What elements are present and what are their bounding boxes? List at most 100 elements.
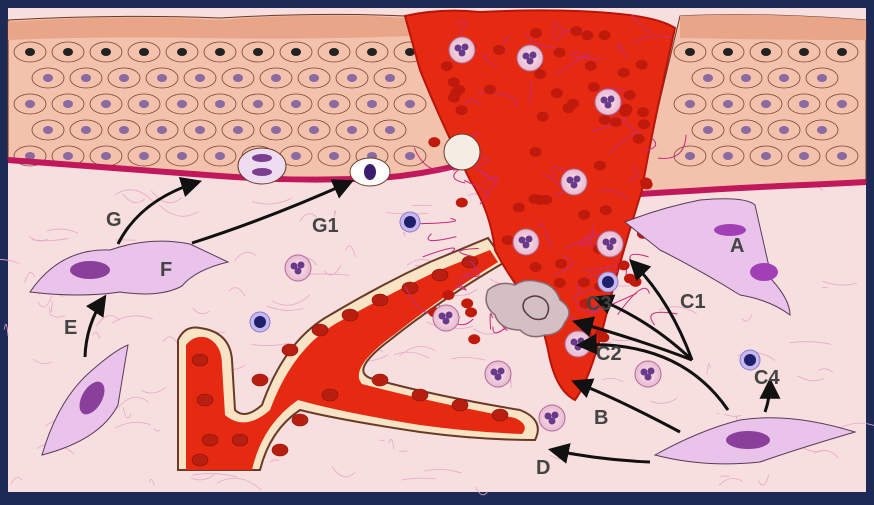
cell-nucleus [271,74,281,82]
red-blood-cell [432,269,448,281]
red-blood-cell [554,47,566,57]
cell-nucleus [309,74,319,82]
red-blood-cell [453,85,465,95]
neutrophil-lobe [527,58,534,65]
cell-nucleus [43,126,53,134]
cell-nucleus [233,126,243,134]
lymphocyte-nucleus [602,276,614,288]
label-c2: C2 [596,343,622,365]
cell-nucleus [253,48,263,56]
cell-nucleus [233,74,243,82]
cell-nucleus [329,100,339,108]
cell-nucleus [799,48,809,56]
neutrophil-lobe [446,312,453,319]
cell-nucleus [253,100,263,108]
red-blood-cell [618,68,630,78]
cell-nucleus [63,48,73,56]
neutrophil-lobe [443,318,450,325]
cell-nucleus [685,100,695,108]
red-blood-cell [456,105,468,115]
red-blood-cell [641,180,653,190]
cell-nucleus [101,100,111,108]
neutrophil-lobe [526,236,533,243]
cell-nucleus [195,126,205,134]
cell-nucleus [799,100,809,108]
cell-nucleus [215,152,225,160]
lymphocyte-nucleus [254,316,266,328]
red-blood-cell [636,60,648,70]
red-blood-cell [619,107,631,117]
cell-nucleus [837,100,847,108]
cell-nucleus [25,100,35,108]
red-blood-cell [502,235,514,245]
label-a: A [730,235,744,257]
cell-nucleus [291,100,301,108]
lymphocyte-icon [238,148,286,184]
cell-nucleus [291,152,301,160]
cell-nucleus [347,126,357,134]
neutrophil-lobe [552,412,559,419]
cell-nucleus [347,74,357,82]
red-blood-cell [530,28,542,38]
fibroblast-nucleus [726,431,770,449]
neutrophil-lobe [459,50,466,57]
neutrophil-lobe [610,238,617,245]
cell-nucleus [367,48,377,56]
cell-nucleus [405,100,415,108]
red-blood-cell [600,205,612,215]
red-blood-cell [252,374,268,386]
cell-nucleus [723,100,733,108]
red-blood-cell [202,434,218,446]
neutrophil-lobe [295,268,302,275]
red-blood-cell [555,259,567,269]
neutrophil-lobe [498,368,505,375]
epidermal-cell [444,134,480,170]
red-blood-cell [585,61,597,71]
epidermis-left [8,14,460,179]
red-blood-cell [322,389,338,401]
cell-nucleus [157,74,167,82]
red-blood-cell [461,298,473,308]
neutrophil-lobe [571,182,578,189]
red-blood-cell [484,85,496,95]
cell-nucleus [119,126,129,134]
red-blood-cell [554,278,566,288]
red-blood-cell [428,137,440,147]
neutrophil-lobe [298,262,305,269]
red-blood-cell [629,277,641,287]
red-blood-cell [588,82,600,92]
cell-nucleus [309,126,319,134]
red-blood-cell [610,117,622,127]
red-blood-cell [282,344,298,356]
red-blood-cell [537,112,549,122]
cell-nucleus [837,48,847,56]
neutrophil-lobe [645,374,652,381]
red-blood-cell [441,61,453,71]
cell-nucleus [101,48,111,56]
label-g1: G1 [312,215,339,237]
cell-nucleus [81,126,91,134]
red-blood-cell [581,30,593,40]
neutrophil-lobe [607,244,614,251]
red-blood-cell [232,434,248,446]
label-c3: C3 [586,293,612,315]
cell-nucleus [741,126,751,134]
red-blood-cell [372,294,388,306]
cell-nucleus [63,100,73,108]
neutrophil-lobe [608,96,615,103]
cell-nucleus [119,74,129,82]
cell-nucleus [385,126,395,134]
cell-nucleus [195,74,205,82]
red-blood-cell [513,203,525,213]
cell-nucleus [703,126,713,134]
cell-nucleus [43,74,53,82]
red-blood-cell [578,277,590,287]
red-blood-cell [570,26,582,36]
red-blood-cell [272,444,288,456]
cell-nucleus [329,48,339,56]
cell-nucleus [405,152,415,160]
red-blood-cell [594,161,606,171]
fibroblast-nucleus [750,263,778,281]
